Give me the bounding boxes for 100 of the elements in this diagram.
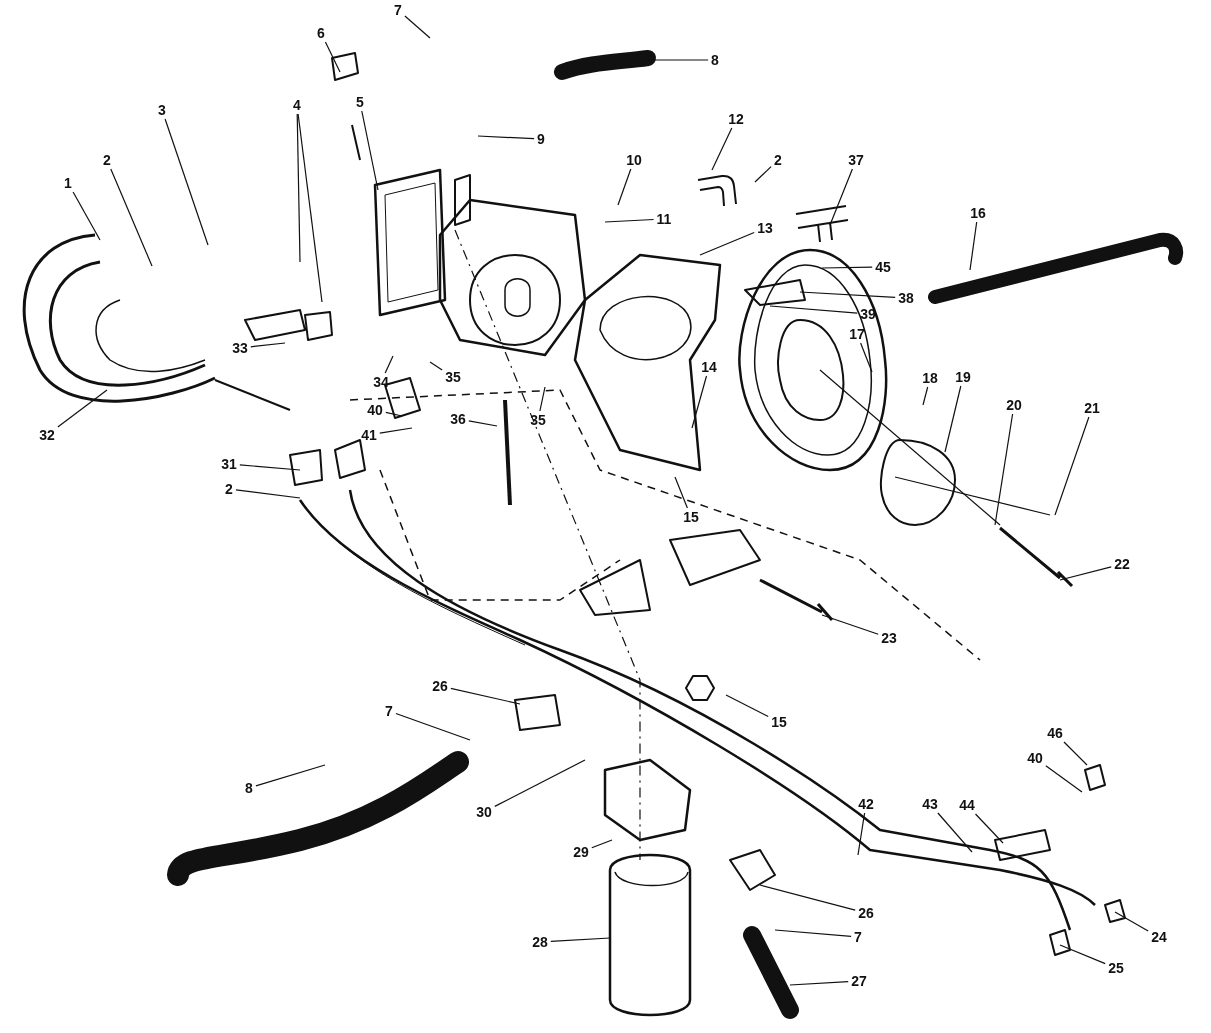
leader-line [674, 476, 688, 509]
leader-line [617, 168, 632, 206]
callout-number: 7 [384, 703, 394, 719]
callout-number: 20 [1005, 397, 1023, 413]
callout-number: 28 [531, 934, 549, 950]
leader-line [821, 614, 879, 635]
leader-line [937, 812, 973, 853]
callout-number: 31 [220, 456, 238, 472]
leader-line [969, 221, 978, 271]
leader-line [829, 168, 853, 226]
callout-number: 41 [360, 427, 378, 443]
leader-line [799, 291, 896, 298]
callout-number: 35 [529, 412, 547, 428]
leader-line [255, 764, 326, 787]
callout-number: 4 [292, 97, 302, 113]
callout-number: 2 [773, 152, 783, 168]
callout-number: 13 [756, 220, 774, 236]
leader-line [591, 839, 613, 849]
leader-line [235, 489, 301, 499]
callout-number: 2 [102, 152, 112, 168]
leader-line [250, 342, 286, 348]
leader-line [404, 15, 431, 39]
leader-line [539, 386, 546, 412]
callout-number: 26 [857, 905, 875, 921]
callout-number: 39 [859, 306, 877, 322]
callout-number: 14 [700, 359, 718, 375]
callout-number: 23 [880, 630, 898, 646]
leader-line [494, 759, 586, 807]
leader-line [774, 929, 852, 937]
callout-number: 35 [444, 369, 462, 385]
callout-number: 25 [1107, 960, 1125, 976]
callout-number: 5 [355, 94, 365, 110]
callout-number: 24 [1150, 929, 1168, 945]
callout-number: 43 [921, 796, 939, 812]
callout-number: 40 [366, 402, 384, 418]
callout-number: 3 [157, 102, 167, 118]
leader-line [361, 110, 379, 191]
leader-line [857, 812, 866, 856]
callout-number: 22 [1113, 556, 1131, 572]
leader-line [395, 712, 471, 741]
leader-line [691, 375, 708, 429]
callout-number: 16 [969, 205, 987, 221]
leader-line [769, 305, 858, 314]
callout-number: 21 [1083, 400, 1101, 416]
leader-line [379, 427, 413, 434]
callout-number: 11 [655, 211, 673, 227]
leader-line [477, 135, 535, 140]
callout-number: 26 [431, 678, 449, 694]
leader-line [759, 884, 856, 911]
callout-number: 12 [727, 111, 745, 127]
leader-line [1063, 741, 1088, 766]
leader-line [57, 389, 108, 428]
leader-line [468, 420, 498, 427]
callout-number: 15 [770, 714, 788, 730]
callout-number: 9 [536, 131, 546, 147]
callout-number: 27 [850, 973, 868, 989]
leader-line [711, 127, 733, 171]
callout-number: 6 [316, 25, 326, 41]
callout-number: 37 [847, 152, 865, 168]
callout-number: 40 [1026, 750, 1044, 766]
callout-number: 44 [958, 797, 976, 813]
leader-line [860, 342, 873, 373]
leader-line [944, 385, 962, 453]
leader-line [1054, 416, 1090, 516]
callout-number: 29 [572, 844, 590, 860]
leader-line [296, 113, 301, 263]
callout-number: 7 [393, 2, 403, 18]
callout-number: 38 [897, 290, 915, 306]
leader-line [1114, 911, 1149, 932]
leader-line [994, 413, 1014, 526]
callout-number: 7 [853, 929, 863, 945]
leader-line [297, 113, 323, 303]
leader-line [789, 981, 849, 986]
callout-number: 17 [848, 326, 866, 342]
leader-line [239, 464, 301, 471]
leader-line [922, 386, 929, 406]
callout-number: 32 [38, 427, 56, 443]
callout-number: 46 [1046, 725, 1064, 741]
leader-line [384, 355, 394, 374]
leader-line [1059, 944, 1106, 965]
leader-line [974, 813, 1004, 844]
callout-number: 8 [710, 52, 720, 68]
leader-line [110, 168, 153, 267]
leader-line [72, 191, 101, 241]
leader-line [385, 411, 403, 417]
leader-line [604, 218, 655, 223]
leader-line [324, 41, 341, 73]
callout-number: 15 [682, 509, 700, 525]
callout-number: 19 [954, 369, 972, 385]
leader-line [699, 231, 755, 256]
leader-line [1045, 765, 1083, 793]
leader-line [164, 118, 209, 246]
callout-number: 1 [63, 175, 73, 191]
callout-number: 2 [224, 481, 234, 497]
callout-number: 8 [244, 780, 254, 796]
leader-line [754, 166, 772, 183]
callout-number: 33 [231, 340, 249, 356]
callout-number: 36 [449, 411, 467, 427]
leader-line [1059, 566, 1112, 581]
callout-number: 30 [475, 804, 493, 820]
